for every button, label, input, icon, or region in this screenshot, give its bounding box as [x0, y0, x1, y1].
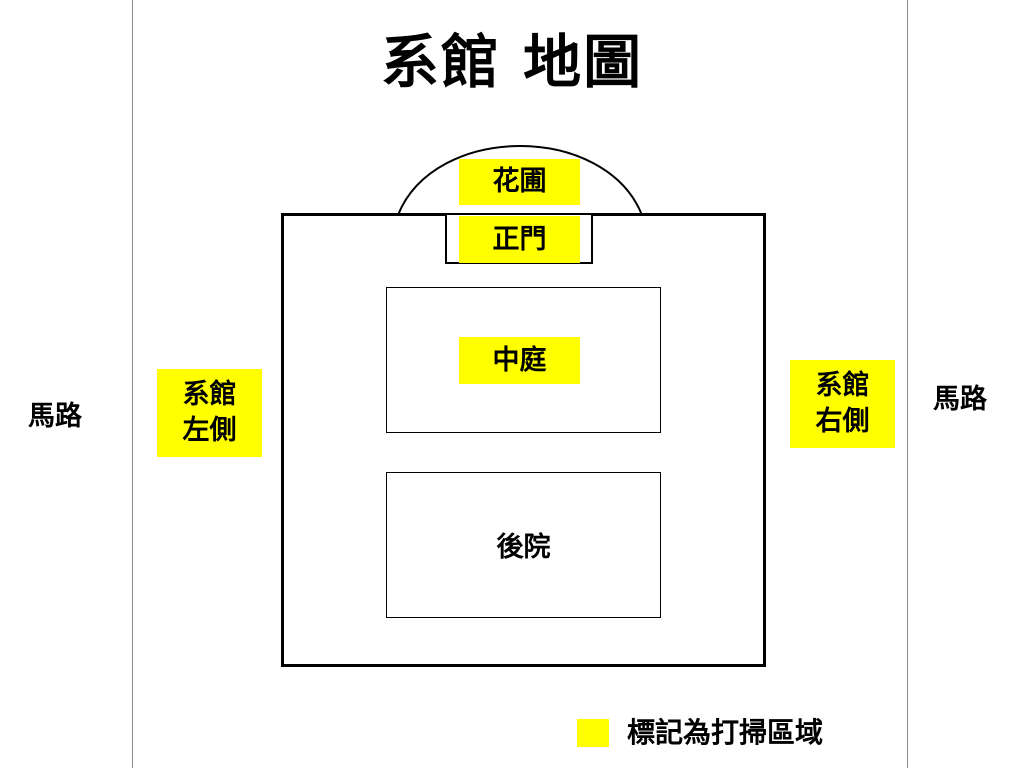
garden-arc: [397, 145, 643, 216]
road-boundary-right: [907, 0, 908, 768]
legend-swatch: [577, 719, 609, 747]
left-side-label-line1: 系館: [182, 379, 237, 410]
road-boundary-left: [132, 0, 133, 768]
right-side-label-line1: 系館: [815, 370, 870, 401]
building-left-side-area[interactable]: 系館 左側: [157, 369, 262, 457]
map-title: 系館 地圖: [380, 28, 644, 96]
backyard-label: 後院: [496, 532, 551, 563]
right-side-label-line2: 右側: [815, 406, 870, 437]
courtyard-area[interactable]: 中庭: [459, 337, 580, 384]
backyard-box: [386, 472, 661, 618]
garden-area[interactable]: 花圃: [459, 159, 580, 205]
road-label-right: 馬路: [933, 384, 987, 415]
road-label-left: 馬路: [28, 401, 82, 432]
main-gate-area[interactable]: 正門: [459, 216, 580, 263]
legend-label: 標記為打掃區域: [627, 716, 824, 749]
building-right-side-area[interactable]: 系館 右側: [790, 360, 895, 448]
left-side-label-line2: 左側: [182, 415, 237, 446]
